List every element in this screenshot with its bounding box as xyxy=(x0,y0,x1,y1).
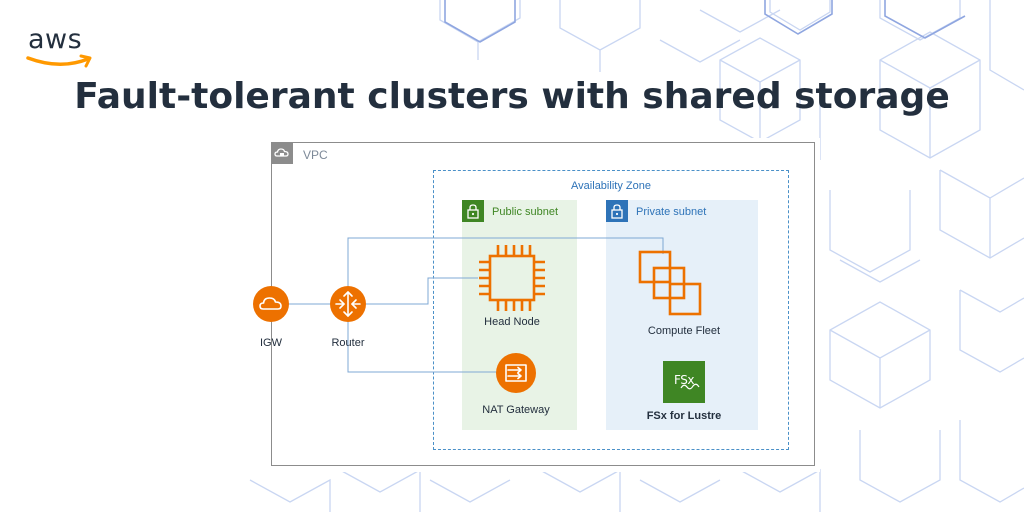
router-icon xyxy=(330,286,366,322)
vpc-label: VPC xyxy=(303,148,328,162)
private-subnet-lock-icon xyxy=(606,200,628,222)
vpc-cloud-icon xyxy=(271,142,293,164)
head-node-chip-icon xyxy=(479,245,545,311)
internet-gateway-icon xyxy=(253,286,289,322)
aws-logo-text: aws xyxy=(28,24,83,55)
public-subnet-lock-icon xyxy=(462,200,484,222)
fsx-icon-text: FSx xyxy=(674,373,694,387)
availability-zone-label: Availability Zone xyxy=(571,180,651,192)
availability-zone-boundary xyxy=(433,170,789,450)
compute-fleet-label: Compute Fleet xyxy=(647,325,721,337)
head-node-label: Head Node xyxy=(484,316,540,328)
line-router-headnode xyxy=(366,277,478,305)
aws-logo: aws xyxy=(26,24,98,72)
connection-lines xyxy=(288,237,664,373)
fsx-wave-icon xyxy=(680,383,700,390)
public-subnet-label: Public subnet xyxy=(492,206,559,218)
private-subnet-label: Private subnet xyxy=(636,206,707,218)
compute-fleet-icon xyxy=(638,250,702,316)
aws-smile-icon xyxy=(26,54,92,68)
nat-gateway-icon xyxy=(496,353,536,393)
router-label: Router xyxy=(331,337,365,349)
page-title: Fault-tolerant clusters with shared stor… xyxy=(74,76,950,117)
architecture-diagram: VPC Availability Zone Public subnet Priv… xyxy=(240,138,820,472)
fsx-label: FSx for Lustre xyxy=(646,410,722,422)
nat-gateway-label: NAT Gateway xyxy=(482,404,550,416)
igw-label: IGW xyxy=(260,337,282,349)
line-router-compute xyxy=(347,237,664,286)
line-router-nat xyxy=(347,322,498,373)
fsx-lustre-icon xyxy=(663,361,705,403)
